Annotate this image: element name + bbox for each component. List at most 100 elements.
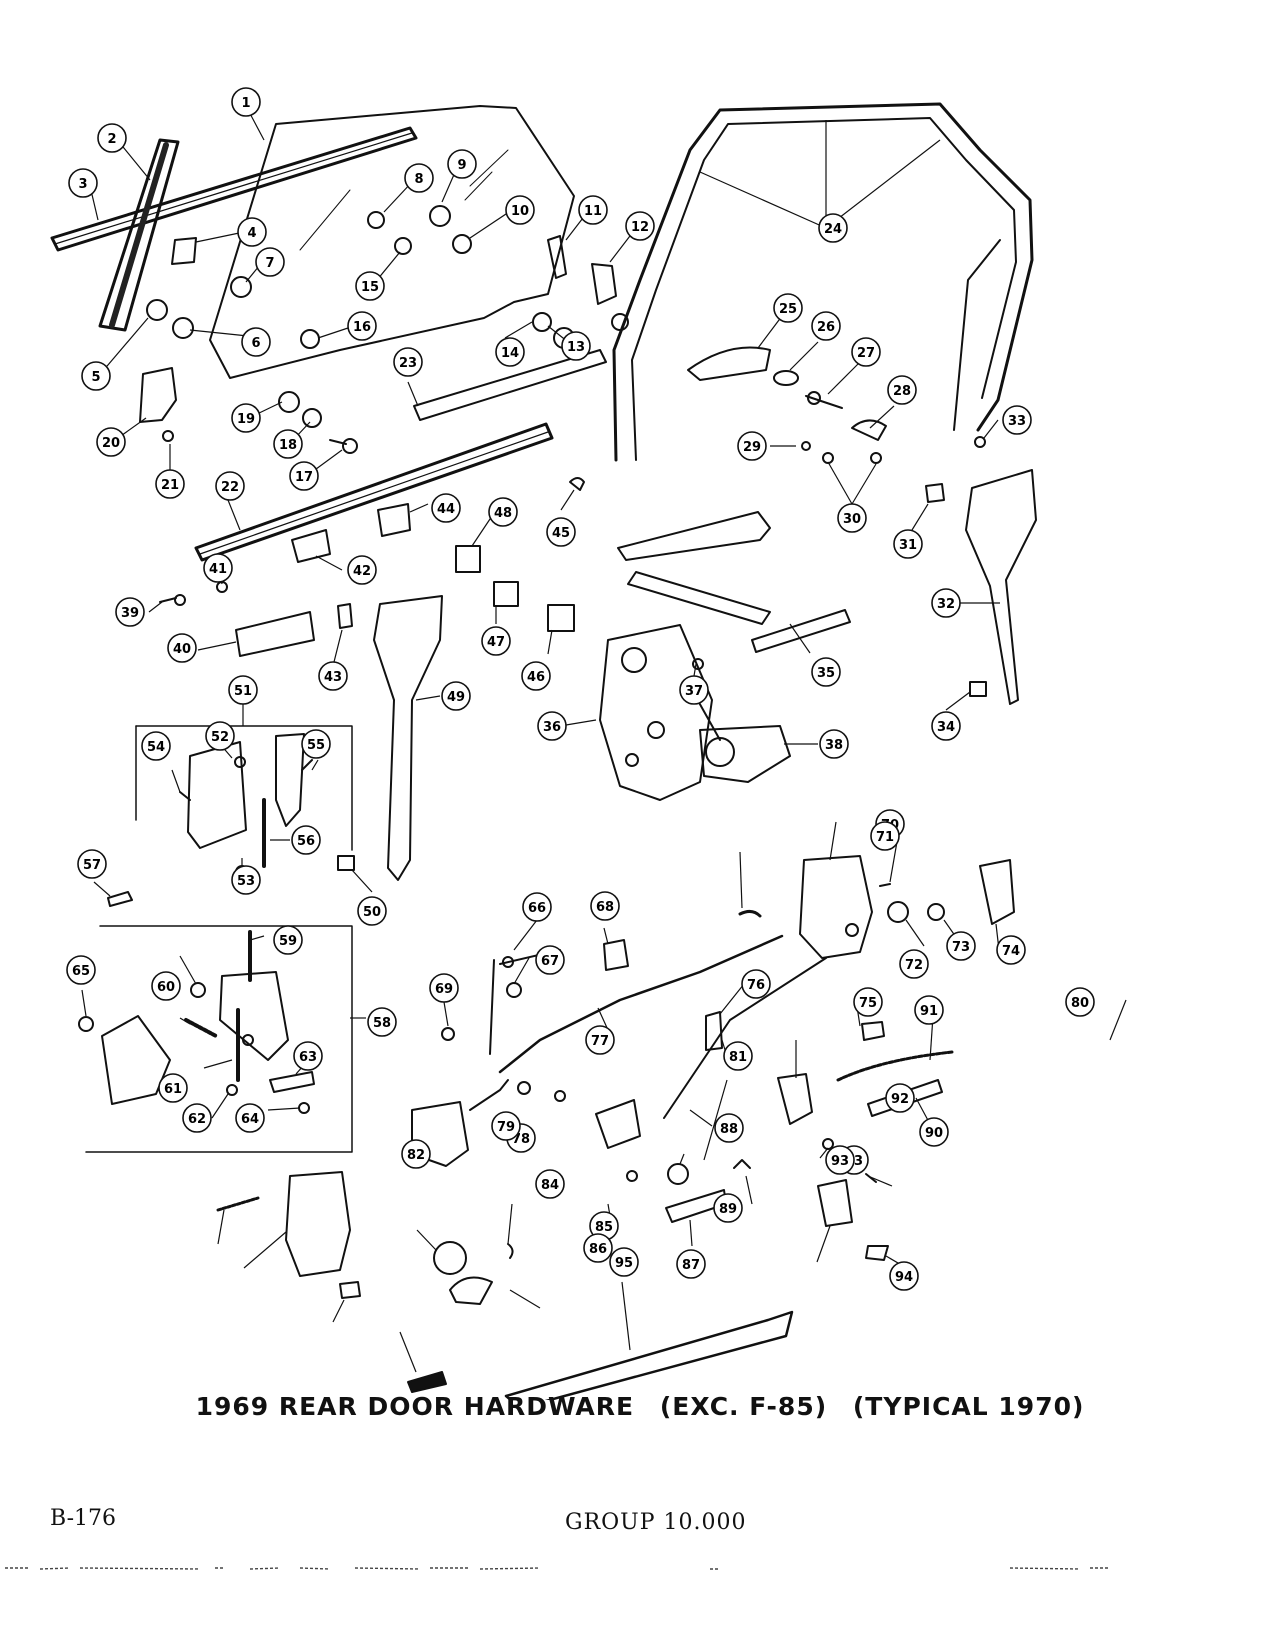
callout-number: 27 [857, 346, 875, 361]
callout-circle [77, 849, 107, 879]
callout-number: 56 [297, 834, 315, 849]
callout-circle [505, 195, 535, 225]
callout-number: 93 [831, 1154, 849, 1169]
door-frame [612, 102, 1034, 462]
callout-circle [714, 1113, 744, 1143]
callout-circle [81, 361, 111, 391]
callout-circle [301, 729, 331, 759]
callout-8: 8 [404, 163, 434, 193]
callout-number: 87 [682, 1258, 700, 1273]
callout-45: 45 [546, 517, 576, 547]
callout-number: 82 [407, 1148, 425, 1163]
callout-circle [293, 1041, 323, 1071]
callout-49: 49 [441, 681, 471, 711]
inner-belt-weatherstrip [194, 422, 554, 562]
callout-18: 18 [273, 429, 303, 459]
callout-circle [291, 825, 321, 855]
callout-number: 91 [920, 1004, 938, 1019]
callout-circle [255, 247, 285, 277]
callout-41: 41 [203, 553, 233, 583]
callout-circle [811, 657, 841, 687]
callout-number: 25 [779, 302, 797, 317]
callout-circle [946, 931, 976, 961]
callout-circle [811, 311, 841, 341]
callout-circle [151, 971, 181, 1001]
callout-number: 18 [279, 438, 297, 453]
callout-circle [676, 1249, 706, 1279]
callout-91: 91 [914, 995, 944, 1025]
callout-27: 27 [851, 337, 881, 367]
callout-48: 48 [488, 497, 518, 527]
page-number: B-176 [50, 1506, 116, 1531]
callout-circle [203, 553, 233, 583]
callout-number: 12 [631, 220, 649, 235]
callout-36: 36 [537, 711, 567, 741]
callout-number: 60 [157, 980, 175, 995]
callout-16: 16 [347, 311, 377, 341]
callout-number: 79 [497, 1120, 515, 1135]
callout-circle [447, 149, 477, 179]
exploded-parts-diagram: 1234567891011121314151617181920212223242… [50, 87, 1127, 1400]
callout-circle [679, 675, 709, 705]
callout-number: 84 [541, 1178, 559, 1193]
callout-number: 74 [1002, 944, 1020, 959]
lower-door-latch [285, 1171, 351, 1277]
callout-number: 4 [247, 226, 256, 241]
lower-sill-molding [504, 1310, 794, 1400]
callout-number: 19 [237, 412, 255, 427]
callout-80: 80 [1065, 987, 1095, 1017]
callout-circle [235, 1103, 265, 1133]
callout-number: 77 [591, 1034, 609, 1049]
callout-number: 1 [241, 96, 250, 111]
callout-circle [481, 626, 511, 656]
callout-number: 38 [825, 738, 843, 753]
callout-circle [885, 1083, 915, 1113]
callout-circle [741, 969, 771, 999]
callout-circle [231, 403, 261, 433]
callout-43: 43 [318, 661, 348, 691]
callout-circle [155, 469, 185, 499]
callout-circle [583, 1233, 613, 1263]
callout-63: 63 [293, 1041, 323, 1071]
callout-30: 30 [837, 503, 867, 533]
callout-circle [495, 337, 525, 367]
callout-number: 76 [747, 978, 765, 993]
callout-circle [367, 1007, 397, 1037]
callout-34: 34 [931, 711, 961, 741]
callout-circle [535, 1169, 565, 1199]
scan-noise [5, 1567, 1110, 1570]
callout-circle [182, 1103, 212, 1133]
regulator-motor [699, 725, 791, 783]
callout-circle [318, 661, 348, 691]
callout-92: 92 [885, 1083, 915, 1113]
caption-exclusion: (EXC. F-85) [659, 1392, 828, 1421]
callout-circle [561, 331, 591, 361]
callout-number: 2 [107, 132, 116, 147]
window-regulator [599, 624, 713, 801]
callout-circle [491, 1111, 521, 1141]
callout-32: 32 [931, 588, 961, 618]
callout-number: 39 [121, 606, 139, 621]
callout-number: 62 [188, 1112, 206, 1127]
callout-6: 6 [241, 327, 271, 357]
callout-number: 33 [1008, 414, 1026, 429]
callout-4: 4 [237, 217, 267, 247]
callout-81: 81 [723, 1041, 753, 1071]
callout-circle [401, 1139, 431, 1169]
callout-number: 64 [241, 1112, 259, 1127]
callout-circle [625, 211, 655, 241]
callout-number: 53 [237, 874, 255, 889]
callout-53: 53 [231, 865, 261, 895]
callout-circle [357, 896, 387, 926]
callout-circle [431, 493, 461, 523]
callout-57: 57 [77, 849, 107, 879]
callout-circle [899, 949, 929, 979]
callout-number: 81 [729, 1050, 747, 1065]
callout-number: 69 [435, 982, 453, 997]
callout-71: 71 [870, 821, 900, 851]
callout-circle [393, 347, 423, 377]
callout-number: 14 [501, 346, 519, 361]
callout-9: 9 [447, 149, 477, 179]
door-glass [209, 105, 575, 379]
callout-number: 52 [211, 730, 229, 745]
